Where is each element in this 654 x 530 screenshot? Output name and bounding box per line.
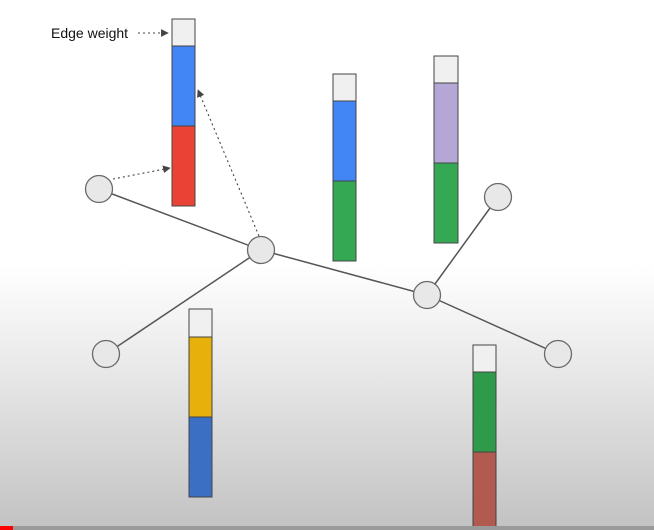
edge-pointer-arrow bbox=[197, 89, 260, 237]
edge-weight-1-bar bbox=[171, 18, 196, 207]
video-progress-bar[interactable] bbox=[0, 526, 654, 530]
bar-cap bbox=[332, 73, 357, 102]
edge-weight-2-bar bbox=[332, 73, 357, 262]
graph-node-d bbox=[483, 182, 513, 212]
graph-edge bbox=[426, 196, 499, 296]
bar-cap bbox=[171, 18, 196, 47]
graph-node-b bbox=[246, 235, 276, 265]
nodes-layer bbox=[84, 174, 573, 369]
node-pointer-arrow bbox=[112, 165, 171, 180]
annotation-layer bbox=[112, 29, 260, 237]
bar-segment bbox=[171, 45, 196, 127]
edge-weight-label: Edge weight bbox=[51, 25, 129, 41]
bar-cap bbox=[472, 344, 497, 373]
bar-segment bbox=[472, 371, 497, 453]
bar-cap bbox=[433, 55, 459, 84]
graph-node-c bbox=[412, 280, 442, 310]
graph-edge bbox=[260, 249, 428, 296]
bar-segment bbox=[433, 82, 459, 164]
edge-weight-5-bar bbox=[472, 344, 497, 530]
graph-node-e bbox=[543, 339, 573, 369]
graph-node-f bbox=[91, 339, 121, 369]
bar-segment bbox=[472, 451, 497, 530]
graph-edge bbox=[426, 294, 559, 355]
bar-segment bbox=[332, 180, 357, 262]
graph-edge bbox=[98, 188, 262, 251]
edge-weight-4-bar bbox=[188, 308, 213, 498]
bar-segment bbox=[171, 125, 196, 207]
bar-segment bbox=[188, 336, 213, 418]
graph-node-a bbox=[84, 174, 114, 204]
edge-weight-3-bar bbox=[433, 55, 459, 244]
bar-segment bbox=[433, 162, 459, 244]
bars-layer bbox=[171, 18, 497, 530]
bar-segment bbox=[188, 416, 213, 498]
video-progress-played bbox=[0, 526, 14, 530]
graph-edge bbox=[105, 249, 262, 355]
bar-segment bbox=[332, 100, 357, 182]
edges-layer bbox=[98, 188, 559, 355]
bar-cap bbox=[188, 308, 213, 338]
